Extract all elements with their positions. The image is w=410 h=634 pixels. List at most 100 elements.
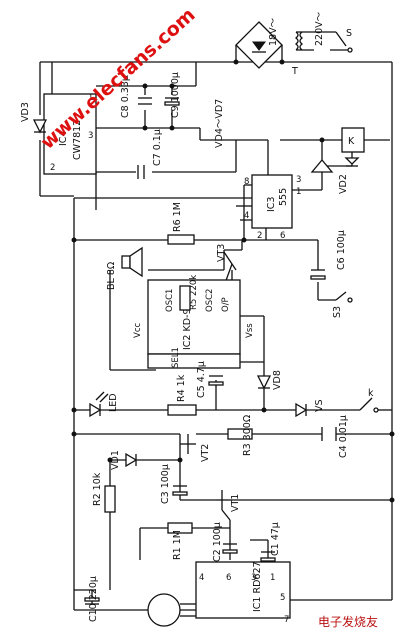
svg-text:R2 10k: R2 10k [92, 472, 103, 506]
svg-text:C10 220μ: C10 220μ [88, 576, 99, 622]
svg-text:OSC1: OSC1 [165, 289, 175, 312]
pyroelectric-sensor [147, 593, 196, 627]
junction-dots [71, 59, 395, 503]
svg-text:C9 1000μ: C9 1000μ [170, 72, 181, 118]
stamp: 电子发烧友 [318, 614, 378, 629]
svg-text:2: 2 [257, 231, 262, 241]
wiring [39, 31, 393, 611]
c10-capacitor: C10 220μ [84, 576, 100, 622]
r4-resistor: R4 1k [167, 374, 197, 416]
ic2-sound-chip: OSC1 OSC2 O/P IC2 KD-9561 Vcc Vss [133, 279, 255, 355]
vt2-transistor: VT2 [180, 434, 211, 462]
r6-resistor: R6 1M [167, 202, 195, 245]
svg-text:VD4～VD7: VD4～VD7 [214, 99, 225, 148]
svg-text:C8 0.33μ: C8 0.33μ [120, 75, 131, 118]
c1-capacitor: C1 47μ [260, 522, 281, 562]
c9-capacitor: C9 1000μ [164, 72, 181, 118]
svg-text:VT1: VT1 [230, 494, 241, 512]
svg-text:IC2 KD-9561: IC2 KD-9561 [182, 290, 193, 350]
vt1-transistor: VT1 [216, 490, 241, 521]
speaker-bl: BL 8Ω [106, 246, 143, 290]
c2-capacitor: C2 100μ [212, 522, 238, 562]
svg-text:VT2: VT2 [200, 444, 211, 462]
svg-text:Vcc: Vcc [133, 323, 143, 338]
svg-text:18V～: 18V～ [268, 17, 279, 46]
svg-text:4: 4 [199, 573, 204, 583]
svg-text:CW7812: CW7812 [72, 120, 83, 160]
r3-resistor: R3 300Ω [227, 415, 253, 456]
vd8-diode: VD8 [256, 370, 283, 390]
svg-text:220V～: 220V～ [314, 11, 325, 46]
svg-text:C6 100μ: C6 100μ [336, 230, 347, 270]
relay-contact-k: k [359, 388, 392, 413]
svg-text:R1 1M: R1 1M [172, 530, 183, 560]
svg-text:VD1: VD1 [110, 450, 121, 470]
c8-capacitor: C8 0.33μ [120, 75, 152, 118]
svg-text:3: 3 [296, 175, 301, 185]
c4-capacitor: C4 0.01μ [321, 415, 349, 458]
vd1-diode: VD1 [110, 450, 138, 470]
svg-text:OSC2: OSC2 [205, 289, 215, 312]
svg-text:C4 0.01μ: C4 0.01μ [338, 415, 349, 458]
vs-thyristor: VS [295, 399, 325, 418]
svg-text:BL 8Ω: BL 8Ω [106, 262, 117, 290]
svg-text:R4 1k: R4 1k [176, 374, 187, 402]
svg-text:S: S [346, 28, 352, 39]
svg-text:3: 3 [88, 131, 93, 141]
svg-text:LED: LED [108, 393, 119, 412]
svg-text:SEL1: SEL1 [171, 347, 181, 368]
power-switch-s: S [314, 28, 353, 53]
ic4-regulator: IC4 CW7812 1 3 2 [43, 93, 97, 175]
svg-text:Vss: Vss [245, 323, 255, 338]
c5-capacitor: C5 4.7μ [196, 361, 224, 398]
svg-text:VT3: VT3 [216, 244, 227, 262]
svg-text:IC3: IC3 [266, 197, 277, 212]
svg-text:5: 5 [280, 593, 285, 603]
ic1-sensor-chip: IC1 RD627 4 6 3 1 5 7 [195, 561, 291, 625]
svg-text:C1 47μ: C1 47μ [270, 522, 281, 556]
svg-text:R6 1M: R6 1M [172, 202, 183, 232]
s3-switch: S3 [332, 291, 353, 318]
svg-text:IC4: IC4 [58, 131, 69, 146]
svg-text:R3 300Ω: R3 300Ω [242, 415, 253, 456]
r1-resistor: R1 1M [167, 522, 193, 560]
svg-text:O/P: O/P [221, 297, 231, 312]
relay-k: K [341, 127, 365, 167]
svg-text:3: 3 [251, 573, 256, 583]
svg-text:VD8: VD8 [272, 370, 283, 390]
svg-text:K: K [348, 136, 355, 147]
svg-text:7: 7 [284, 615, 289, 625]
svg-text:VD2: VD2 [338, 174, 349, 194]
svg-text:8: 8 [244, 177, 249, 187]
led-indicator: LED [89, 391, 119, 418]
svg-text:1: 1 [270, 573, 275, 583]
svg-text:C2 100μ: C2 100μ [212, 522, 223, 562]
svg-text:S3: S3 [332, 306, 343, 318]
svg-text:T: T [291, 66, 298, 77]
svg-text:C7 0.1μ: C7 0.1μ [152, 129, 163, 166]
svg-text:R5 220k: R5 220k [189, 275, 199, 310]
transformer: 18V～ T 220V～ [268, 11, 325, 77]
svg-text:IC1 RD627: IC1 RD627 [252, 561, 263, 612]
c6-capacitor: C6 100μ [310, 230, 347, 280]
svg-text:2: 2 [50, 163, 55, 173]
r2-resistor: R2 10k [92, 472, 116, 513]
svg-text:VS: VS [314, 399, 325, 412]
svg-text:1: 1 [88, 93, 93, 103]
bridge-rectifier: VD4～VD7 [214, 21, 283, 148]
svg-text:C5 4.7μ: C5 4.7μ [196, 361, 207, 398]
c3-capacitor: C3 100μ [160, 464, 188, 504]
svg-text:6: 6 [226, 573, 231, 583]
r5-resistor: R5 220k [179, 275, 199, 311]
svg-text:4: 4 [244, 211, 249, 221]
vd2-diode: VD2 [310, 158, 349, 194]
svg-text:1: 1 [296, 187, 301, 197]
vd3-diode: VD3 [20, 102, 48, 134]
ic3-timer: IC3 555 8 4 2 6 3 1 [244, 174, 301, 241]
svg-text:C3 100μ: C3 100μ [160, 464, 171, 504]
sel1-label: SEL1 [147, 347, 241, 369]
c7-capacitor: C7 0.1μ [137, 129, 163, 179]
svg-text:k: k [368, 388, 374, 399]
svg-text:VD3: VD3 [20, 102, 31, 122]
